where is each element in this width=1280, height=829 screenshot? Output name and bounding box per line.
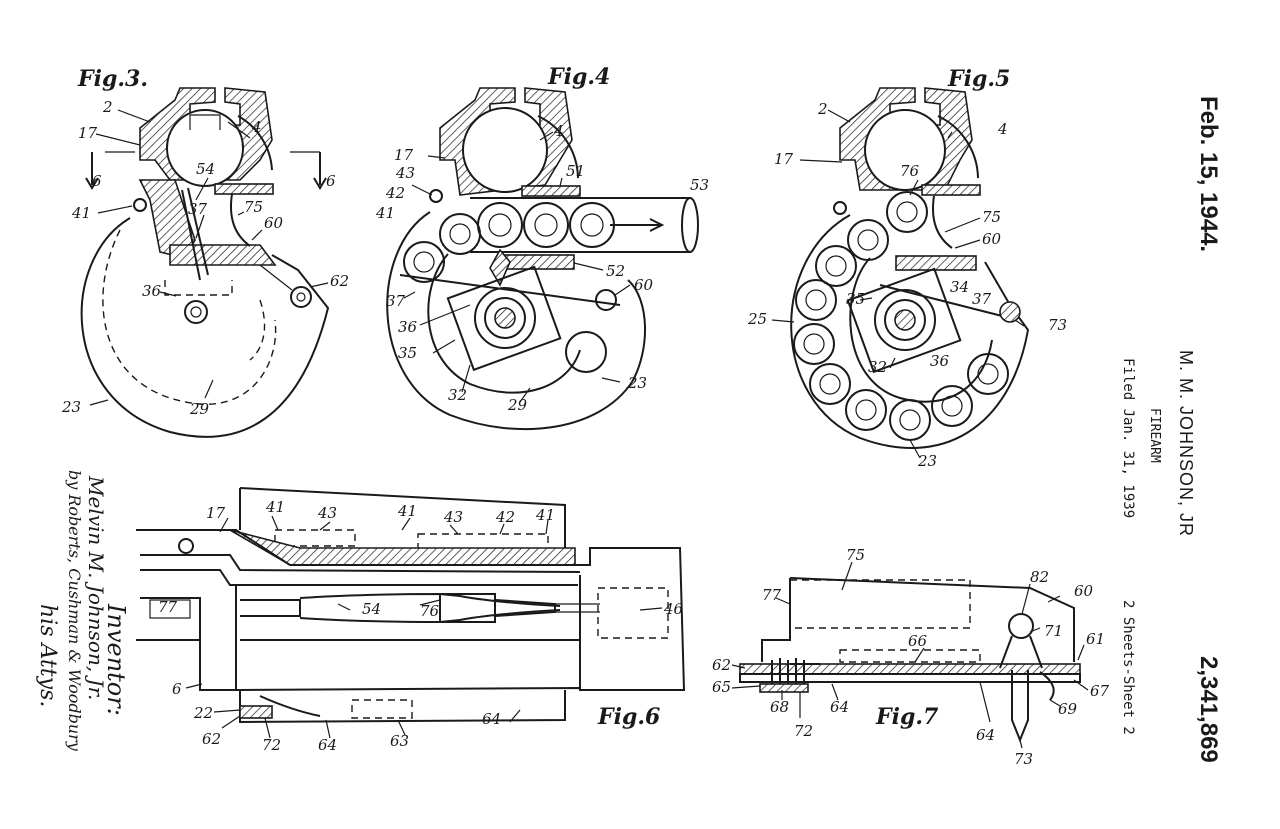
fig6-ref-64b: 64: [482, 710, 501, 728]
fig6-ref-43b: 43: [443, 508, 463, 526]
fig5-ref-32: 32: [868, 358, 887, 376]
fig4-ref-53: 53: [690, 176, 709, 194]
fig5-ref-73: 73: [1048, 316, 1067, 334]
figure-7: Fig.7 75 77 82 60 71: [712, 546, 1110, 768]
fig3-ref-6b: 6: [326, 172, 336, 190]
fig4-ref-37: 37: [386, 292, 406, 310]
fig3-ref-2: 2: [102, 98, 113, 116]
fig6-ref-22: 22: [193, 704, 213, 722]
fig6-ref-46: 46: [663, 600, 684, 618]
fig7-ref-64b: 64: [976, 726, 995, 744]
fig5-ref-4: 4: [997, 120, 1008, 138]
inventor-signature: Melvin M. Johnson, Jr.: [84, 476, 108, 701]
fig4-ref-52: 52: [606, 262, 625, 280]
attorneys-label: his Attys.: [35, 604, 60, 708]
fig6-ref-41a: 41: [265, 498, 285, 516]
fig4-ref-29: 29: [507, 396, 528, 414]
fig6-label: Fig.6: [597, 704, 660, 730]
fig5-ref-17: 17: [774, 150, 794, 168]
fig3-ref-37: 37: [188, 200, 208, 218]
fig4-ref-43: 43: [395, 164, 415, 182]
fig4-ref-17: 17: [394, 146, 414, 164]
fig5-ref-35: 35: [846, 290, 865, 308]
fig6-ref-43a: 43: [317, 504, 337, 522]
fig3-ref-23: 23: [61, 398, 81, 416]
fig5-ref-34: 34: [950, 278, 969, 296]
fig7-label: Fig.7: [875, 704, 939, 730]
fig7-ref-82: 82: [1030, 568, 1049, 586]
fig5-ref-25: 25: [747, 310, 767, 328]
fig3-ref-54: 54: [196, 160, 215, 178]
filed-date: Filed Jan. 31, 1939: [1120, 358, 1136, 519]
fig3-label: Fig.3.: [77, 66, 148, 92]
fig7-ref-61: 61: [1086, 630, 1105, 648]
fig5-ref-76: 76: [900, 162, 920, 180]
fig7-ref-64a: 64: [830, 698, 849, 716]
figure-6: Fig.6: [136, 487, 686, 754]
fig7-ref-60: 60: [1074, 582, 1094, 600]
fig5-label: Fig.5: [947, 66, 1010, 92]
fig3-ref-75: 75: [244, 198, 263, 216]
fig6-ref-54: 54: [362, 600, 381, 618]
fig7-ref-66: 66: [908, 632, 928, 650]
fig6-ref-62: 62: [202, 730, 221, 748]
fig6-ref-64a: 64: [318, 736, 337, 754]
fig7-ref-67: 67: [1090, 682, 1110, 700]
fig4-ref-60: 60: [634, 276, 654, 294]
fig3-ref-17: 17: [78, 124, 98, 142]
fig6-ref-77: 77: [158, 598, 178, 616]
fig6-ref-76: 76: [420, 602, 440, 620]
fig7-ref-72: 72: [794, 722, 813, 740]
fig7-ref-73: 73: [1014, 750, 1033, 768]
fig4-label: Fig.4: [547, 64, 610, 90]
inventor-heading: M. M. JOHNSON, JR: [1176, 350, 1196, 537]
figure-4: Fig.4: [375, 64, 709, 431]
attorney-signature: by Roberts, Cushman & Woodbury: [65, 470, 84, 751]
fig3-ref-62: 62: [330, 272, 349, 290]
fig5-ref-60: 60: [982, 230, 1002, 248]
sheet-count: 2 Sheets-Sheet 2: [1120, 600, 1136, 735]
fig3-ref-4: 4: [251, 118, 262, 136]
fig3-ref-60: 60: [264, 214, 284, 232]
fig5-ref-37: 37: [972, 290, 992, 308]
invention-title: FIREARM: [1147, 408, 1162, 463]
fig6-ref-17: 17: [206, 504, 226, 522]
fig5-ref-36: 36: [930, 352, 950, 370]
fig7-ref-69: 69: [1058, 700, 1078, 718]
fig7-ref-62: 62: [712, 656, 731, 674]
fig6-ref-6: 6: [172, 680, 182, 698]
fig4-ref-36: 36: [398, 318, 418, 336]
fig7-ref-77: 77: [762, 586, 782, 604]
fig6-ref-42: 42: [495, 508, 515, 526]
fig6-ref-41c: 41: [535, 506, 555, 524]
fig4-ref-42: 42: [385, 184, 405, 202]
fig5-ref-75: 75: [982, 208, 1001, 226]
fig5-ref-23: 23: [917, 452, 937, 470]
fig4-ref-51: 51: [566, 162, 585, 180]
fig3-ref-29: 29: [189, 400, 210, 418]
fig3-ref-6a: 6: [92, 172, 102, 190]
fig5-ref-2: 2: [817, 100, 828, 118]
fig7-ref-71: 71: [1044, 622, 1063, 640]
figure-3: Fig.3.: [61, 66, 349, 438]
fig4-ref-35: 35: [398, 344, 417, 362]
patent-date: Feb. 15, 1944.: [1195, 96, 1222, 253]
patent-number: 2,341,869: [1195, 656, 1222, 763]
fig3-ref-36: 36: [142, 282, 162, 300]
fig4-ref-41: 41: [375, 204, 395, 222]
fig6-ref-41b: 41: [397, 502, 417, 520]
fig3-ref-41: 41: [71, 204, 91, 222]
figure-5: Fig.5: [747, 66, 1067, 470]
fig4-ref-23: 23: [627, 374, 647, 392]
fig6-ref-72: 72: [262, 736, 281, 754]
fig7-ref-75: 75: [846, 546, 865, 564]
fig7-ref-68: 68: [770, 698, 789, 716]
fig4-ref-4: 4: [553, 122, 564, 140]
fig7-ref-65: 65: [712, 678, 731, 696]
fig6-ref-63: 63: [390, 732, 409, 750]
fig4-ref-32: 32: [448, 386, 467, 404]
